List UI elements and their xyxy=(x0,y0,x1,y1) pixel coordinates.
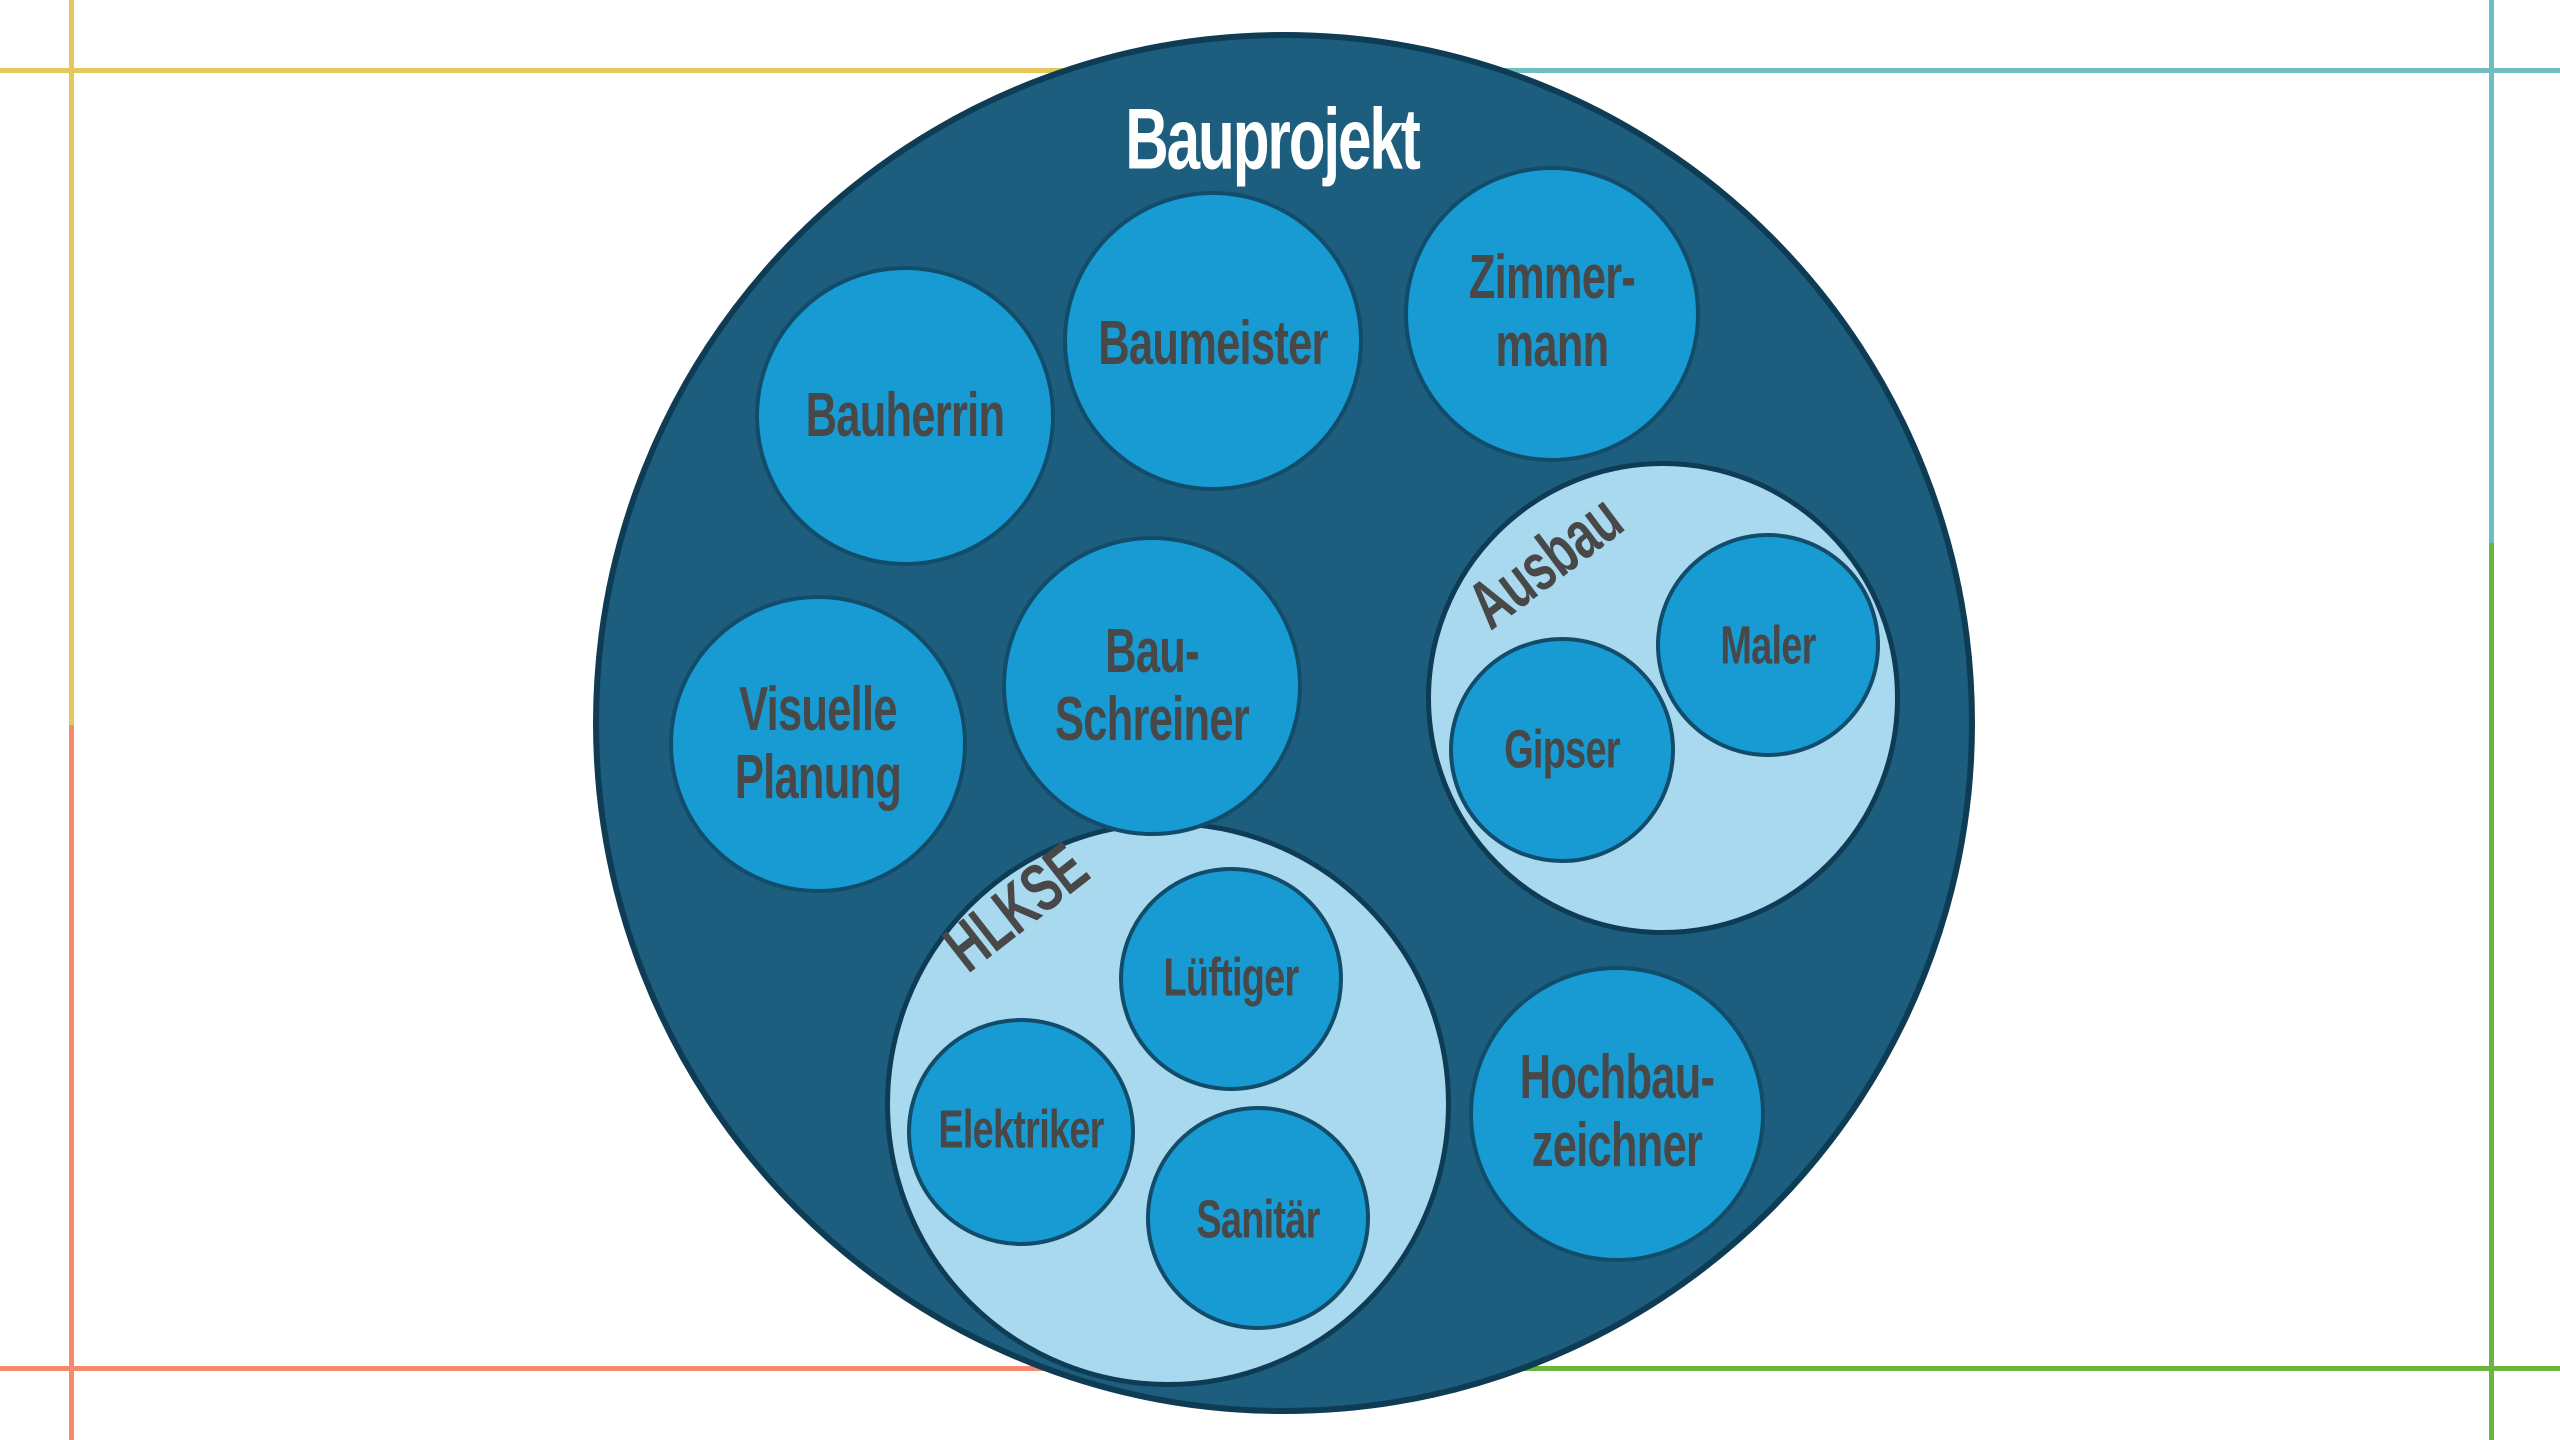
sanitaer-circle xyxy=(1146,1106,1370,1330)
guide-line-top-teal xyxy=(1284,68,2560,73)
bau-schreiner-label: Bau- Schreiner xyxy=(1055,616,1250,754)
elektriker-label: Elektriker xyxy=(938,1099,1104,1160)
gipser-label: Gipser xyxy=(1504,719,1620,780)
baumeister-label: Baumeister xyxy=(1098,308,1328,378)
guide-line-left-salmon xyxy=(69,725,74,1440)
guide-line-bottom-salmon xyxy=(0,1366,1284,1371)
maler-label: Maler xyxy=(1720,615,1816,676)
maler-circle xyxy=(1656,533,1880,757)
guide-line-bottom-green xyxy=(1284,1366,2560,1371)
visuelle-planung-circle xyxy=(669,595,967,893)
guide-line-left-yellow xyxy=(69,0,74,725)
zimmermann-label: Zimmer- mann xyxy=(1468,242,1636,380)
guide-line-right-teal xyxy=(2489,0,2494,543)
gipser-circle xyxy=(1449,637,1675,863)
elektriker-circle xyxy=(907,1018,1135,1246)
hochbauzeichner-label: Hochbau- zeichner xyxy=(1519,1042,1715,1180)
visuelle-planung-label: Visuelle Planung xyxy=(734,674,902,812)
guide-line-top-yellow xyxy=(0,68,1284,73)
sanitaer-label: Sanitär xyxy=(1196,1189,1320,1250)
hochbauzeichner-circle xyxy=(1469,966,1765,1262)
zimmermann-circle xyxy=(1404,166,1700,462)
lueftiger-circle xyxy=(1119,867,1343,1091)
bau-schreiner-circle xyxy=(1002,536,1302,836)
guide-line-right-green xyxy=(2489,543,2494,1440)
bauherrin-circle xyxy=(755,266,1055,566)
diagram-title: Bauprojekt xyxy=(1125,91,1421,188)
baumeister-circle xyxy=(1063,191,1363,491)
bauherrin-label: Bauherrin xyxy=(805,380,1005,450)
lueftiger-label: Lüftiger xyxy=(1163,947,1299,1008)
